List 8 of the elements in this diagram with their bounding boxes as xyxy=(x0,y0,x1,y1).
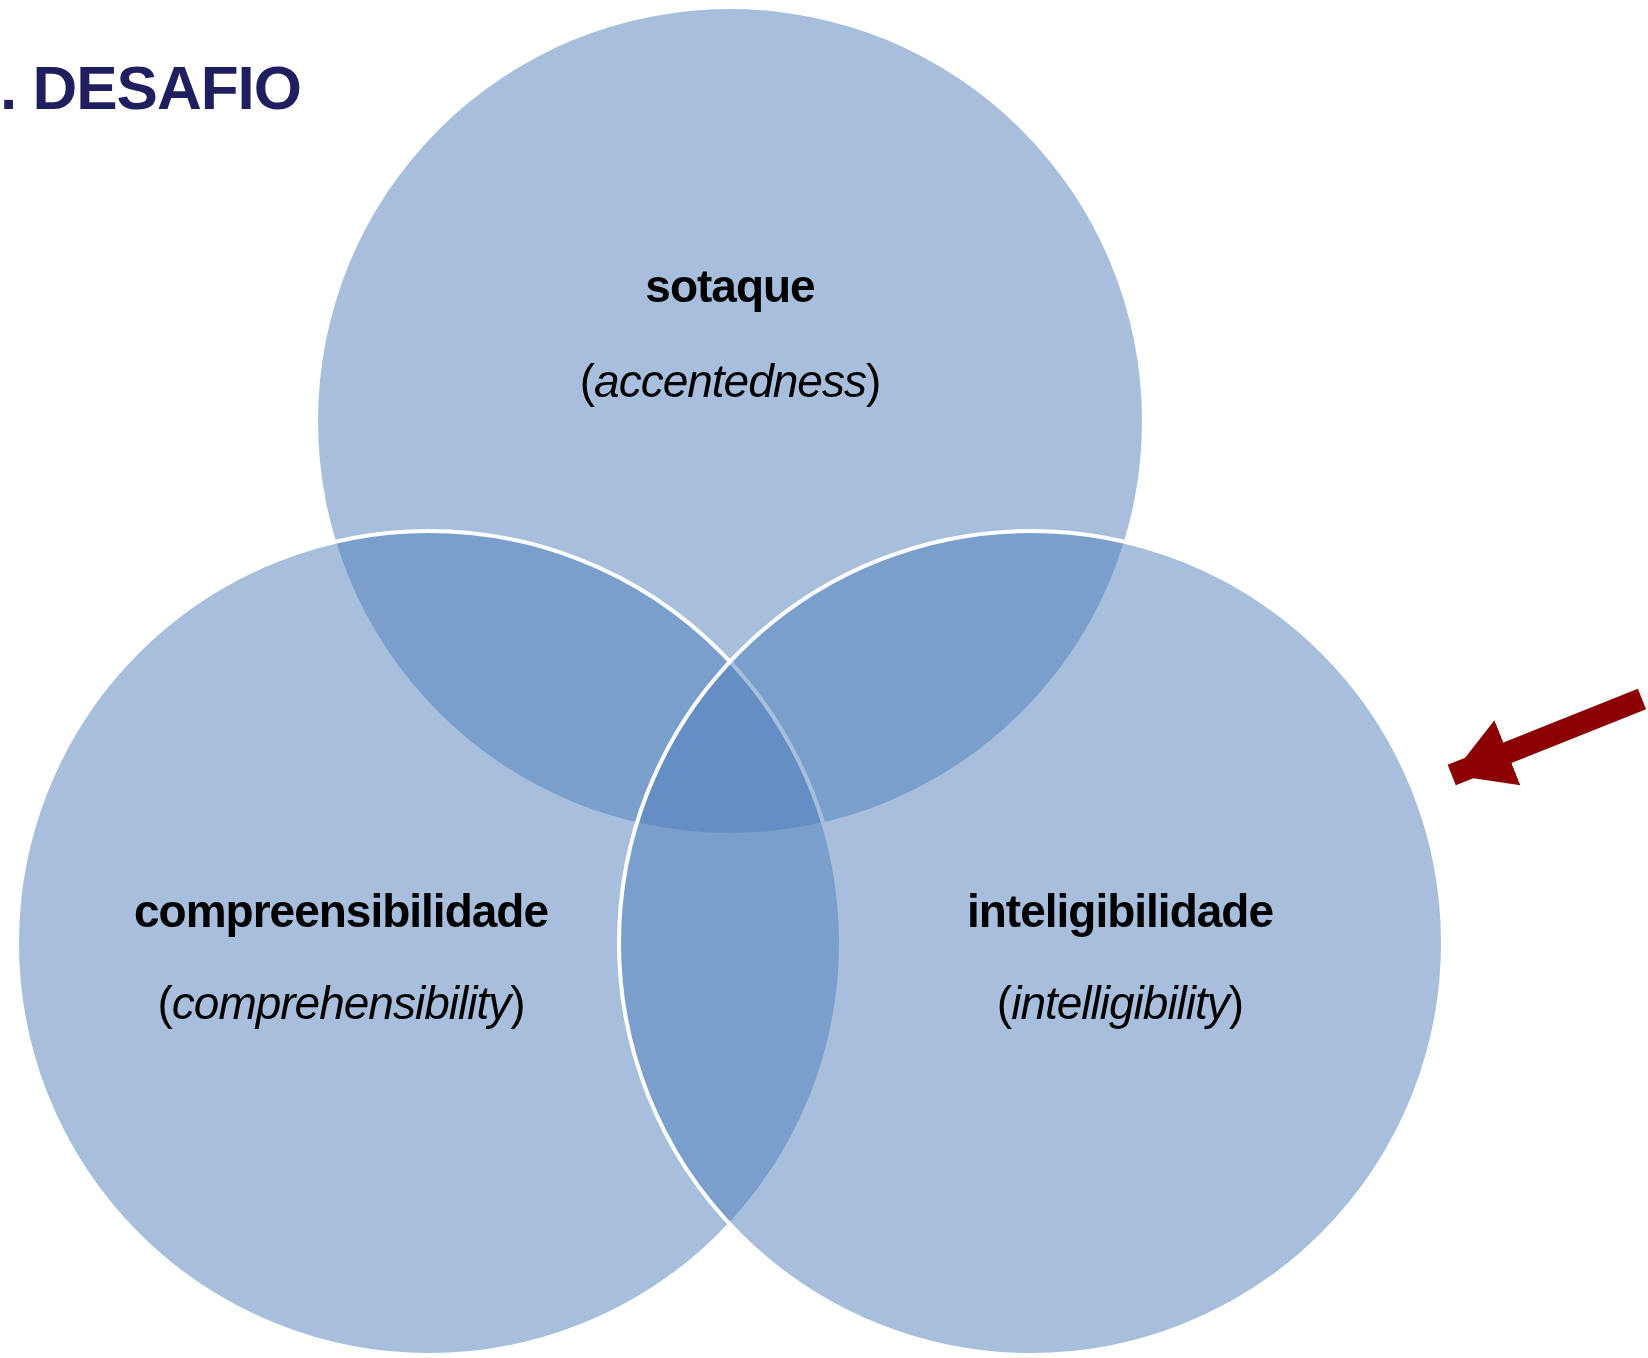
slide-title: . DESAFIO xyxy=(0,52,302,123)
circle-subtitle: (intelligibility) xyxy=(996,978,1244,1029)
circle-heading: sotaque xyxy=(645,261,815,312)
circle-subtitle: (comprehensibility) xyxy=(157,978,525,1029)
circle-heading: compreensibilidade xyxy=(134,886,548,937)
circle-heading: inteligibilidade xyxy=(967,886,1273,937)
arrow xyxy=(1447,688,1647,786)
circle-subtitle: (accentedness) xyxy=(579,356,881,407)
